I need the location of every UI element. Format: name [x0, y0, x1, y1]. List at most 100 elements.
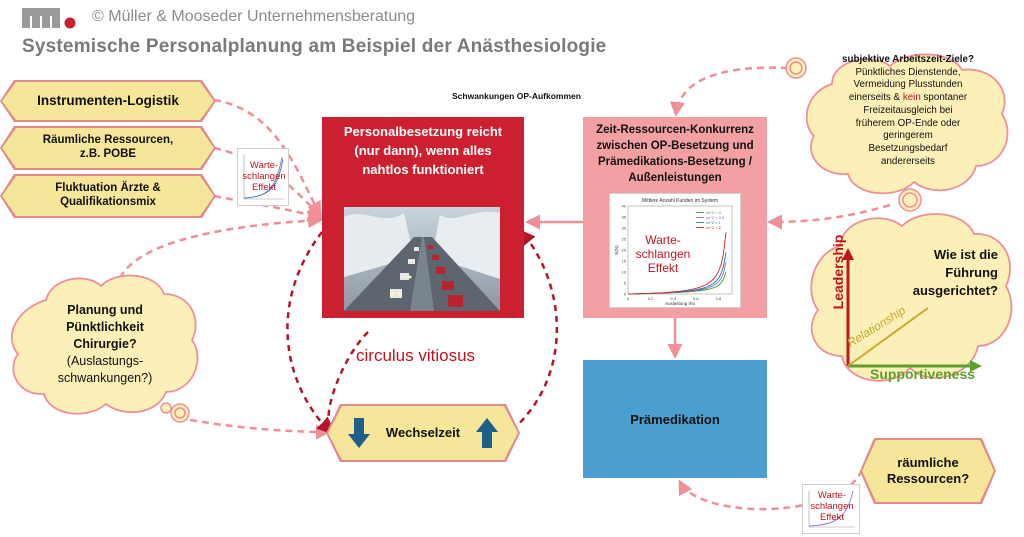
circulus-vitiosus-label: circulus vitiosus: [356, 346, 476, 365]
connector-cloud-topright: [669, 66, 789, 117]
cloud-line: ausgerichtet?: [912, 283, 998, 299]
mini-chart-xtick: 0.8: [716, 296, 722, 301]
cloud-line: Planung und: [67, 303, 143, 317]
cloud-line: schwankungen?): [57, 370, 153, 385]
cloud-planung: [10, 274, 199, 415]
mini-chart-legend-label: cv^2 = 0: [706, 210, 722, 215]
traffic-jam-image: [344, 207, 500, 311]
cloud-line: Vermeidung Plusstunden: [853, 79, 963, 91]
leadership-label: Leadership: [830, 234, 846, 310]
caption-schwankungen: Schwankungen OP-Aufkommen: [452, 91, 581, 101]
company-logo: [22, 8, 76, 29]
mini-chart-xtick: 0: [627, 296, 630, 301]
zeit-ressourcen-box: Zeit-Ressourcen-Konkurrenz zwischen OP-B…: [583, 117, 767, 318]
mini-chart-ytick: 25: [622, 237, 627, 242]
hexagon-label-line: Qualifikationsmix: [60, 196, 156, 208]
cloud-line: Besetzungsbedarf: [868, 143, 948, 155]
hexagon-label: Instrumenten-Logistik: [37, 92, 179, 108]
arrow-up-icon: [476, 418, 498, 448]
zeit-ressourcen-text: Zeit-Ressourcen-Konkurrenz zwischen OP-B…: [587, 123, 763, 186]
mini-chart-ytick: 35: [622, 215, 627, 220]
wechselzeit-label: Wechselzeit: [385, 425, 461, 441]
cloud-line-part: einerseits &: [848, 92, 903, 104]
cloud-line: Führung: [945, 265, 998, 281]
cloud-line-part: spontaner: [920, 92, 968, 104]
cloud-line: (Auslastungs-: [66, 353, 144, 368]
queue-effect-chart: Mittlere Anzahl Kunden im System 0 5 10 15 20…: [609, 193, 741, 308]
cloud-line: Freizeitausgleich bei: [863, 104, 953, 116]
queue-label-line: schlangen: [810, 500, 854, 512]
cloud-arbeitszeit-text: subjektive Arbeitszeit-Ziele? Pünktliche…: [812, 54, 1004, 169]
connector-cloud-wechsel: [189, 418, 331, 440]
cloud-line: Chirurgie?: [73, 336, 137, 351]
cloud-line: andererseits: [881, 155, 935, 167]
hexagon-fluktuation: Fluktuation Ärzte & Qualifikationsmix: [2, 176, 214, 216]
hexagon-raeumliche-ressourcen-right: räumliche Ressourcen?: [862, 440, 994, 502]
praemedikation-box: Prämedikation: [583, 360, 767, 478]
mini-chart-ytick: 10: [622, 270, 627, 275]
hexagon-raeumliche-ressourcen: Räumliche Ressourcen, z.B. POBE: [2, 128, 214, 168]
queue-label-line: schlangen: [635, 246, 691, 261]
praemedikation-label: Prämedikation: [630, 411, 720, 427]
queue-label-line: Effekt: [819, 511, 845, 523]
mini-chart-xtick: 0.4: [670, 296, 676, 301]
personalbesetzung-text: Personalbesetzung reicht (nur dann), wen…: [328, 123, 518, 180]
queue-label-line: Warte-: [249, 160, 279, 171]
cloud-line: Wie ist die: [933, 247, 998, 262]
mini-chart-ytick: 0: [624, 292, 627, 297]
mini-chart-ytick: 20: [622, 248, 627, 253]
cloud-line: Pünktliches Dienstende,: [855, 66, 961, 78]
mini-chart-ytick: 15: [622, 259, 627, 264]
queue-label-line: Warte-: [645, 233, 681, 247]
hexagon-instrumenten-logistik: Instrumenten-Logistik: [2, 82, 214, 120]
cloud-line: einerseits & kein spontaner: [812, 92, 1004, 105]
hexagon-wechselzeit: Wechselzeit: [328, 406, 518, 460]
mini-chart-ylabel: E(N): [614, 245, 619, 255]
page-title: Systemische Personalplanung am Beispiel …: [22, 36, 607, 57]
box-line: Außenleistungen: [628, 171, 722, 184]
leadership-diagram: [842, 248, 982, 372]
cloud-line: geringerem: [883, 130, 933, 142]
queue-label-line: Effekt: [647, 260, 679, 275]
mini-chart-xtick: 0.2: [648, 296, 654, 301]
box-line: Prämedikations-Besetzung /: [597, 155, 752, 168]
hexagon-label-line: z.B. POBE: [79, 148, 137, 160]
mini-chart-title: Mittlere Anzahl Kunden im System: [642, 198, 718, 204]
cloud-arbeitszeit: [805, 53, 1009, 195]
queue-effect-plot: Mittlere Anzahl Kunden im System 0 5 10 15 20…: [614, 198, 733, 306]
supportiveness-arrowhead: [970, 360, 982, 372]
queue-label-line: Warte-: [817, 490, 847, 501]
cloud-planung-text: Planung und Pünktlichkeit Chirurgie? (Au…: [36, 302, 174, 386]
cloud-line: subjektive Arbeitszeit-Ziele?: [842, 54, 974, 65]
leadership-arrowhead: [842, 248, 854, 260]
mini-chart-xtick: 0.6: [693, 296, 699, 301]
hexagon-label-line: Fluktuation Ärzte &: [55, 182, 161, 195]
queue-effect-thumbnail-left: Warte- schlangen Effekt: [237, 148, 289, 206]
mini-chart-legend-label: cv^2 = 2: [706, 225, 722, 230]
hexagon-label-line: Räumliche Ressourcen,: [42, 134, 174, 147]
cloud-highlight-kein: kein: [902, 92, 921, 104]
box-line: (nur dann), wenn alles: [354, 142, 492, 158]
box-line: Personalbesetzung reicht: [343, 124, 503, 139]
arrow-down-icon: [348, 418, 370, 448]
hexagon-label-line: räumliche: [897, 455, 959, 471]
box-line: Zeit-Ressourcen-Konkurrenz: [596, 124, 754, 136]
mini-chart-xlabel: Auslastung rho: [665, 301, 696, 306]
mini-chart-icon: [243, 155, 284, 200]
cloud-fuehrung-text: Wie ist die Führung ausgerichtet?: [864, 246, 998, 301]
copyright-text: © Müller & Mooseder Unternehmensberatung: [92, 8, 416, 25]
cloud-fuehrung: [810, 213, 1013, 382]
relationship-line: [847, 307, 929, 367]
queue-effect-thumbnail-right: Warte- schlangen Effekt: [802, 484, 860, 534]
hexagon-label-line: Ressourcen?: [886, 471, 970, 486]
queue-label-line: schlangen: [242, 170, 286, 182]
mini-chart-ytick: 5: [624, 281, 627, 286]
cloud-line: Pünktlichkeit: [66, 319, 144, 334]
mini-chart-legend-label: cv^2 = 0.5: [706, 215, 725, 220]
supportiveness-label: Supportiveness: [870, 366, 976, 382]
box-line: zwischen OP-Besetzung und: [596, 139, 754, 152]
mini-chart-ytick: 40: [622, 204, 627, 209]
mini-chart-icon: [808, 490, 855, 528]
mini-chart-series-line: [627, 232, 727, 295]
box-line: nahtlos funktioniert: [362, 161, 484, 177]
